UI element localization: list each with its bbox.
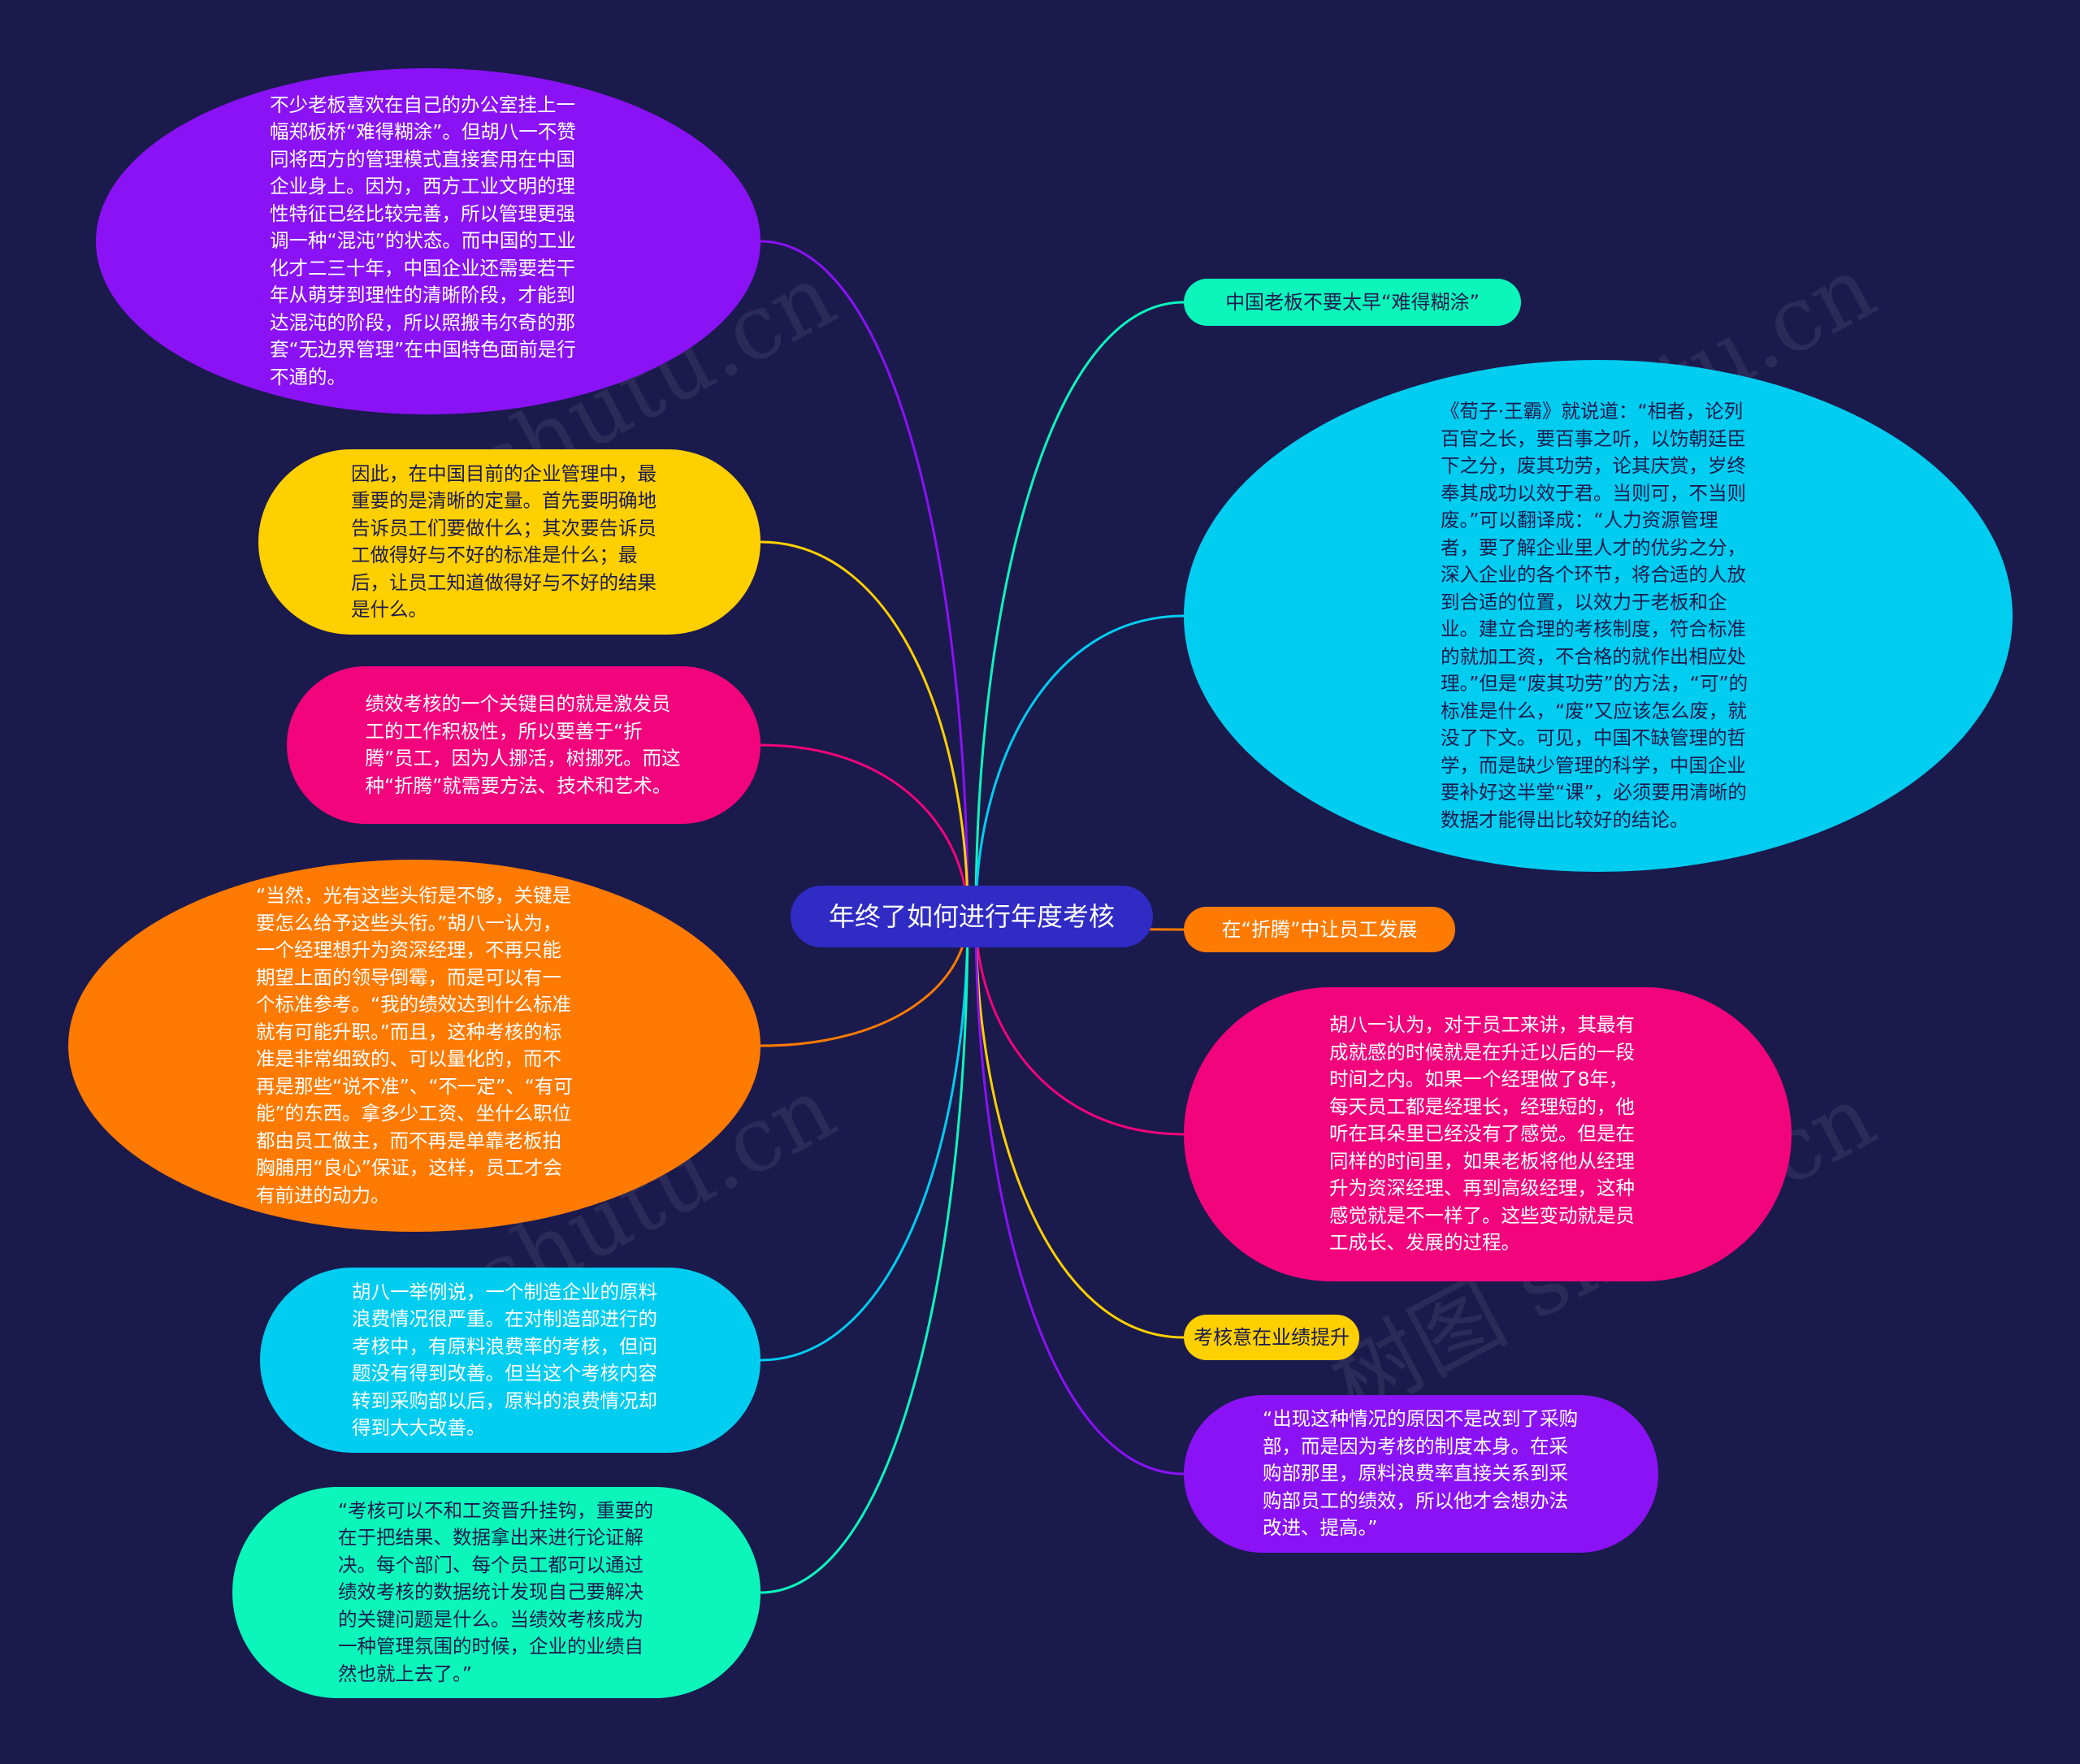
connector-right-4: [974, 916, 1185, 1136]
left-node-4[interactable]: “当然，光有这些头衔是不够，关键是要怎么给予这些头衔。”胡八一认为，一个经理想升…: [68, 860, 760, 1232]
root-topic[interactable]: 年终了如何进行年度考核: [791, 886, 1153, 947]
right-node-6[interactable]: “出现这种情况的原因不是改到了采购部，而是因为考核的制度本身。在采购部那里，原料…: [1184, 1395, 1658, 1553]
right-node-3-text: 在“折腾”中让员工发展: [1221, 918, 1418, 941]
right-node-4[interactable]: 胡八一认为，对于员工来讲，其最有成就感的时候就是在升迁以后的一段时间之内。如果一…: [1184, 987, 1792, 1281]
right-node-1[interactable]: 中国老板不要太早“难得糊涂”: [1184, 279, 1521, 326]
left-node-1[interactable]: 不少老板喜欢在自己的办公室挂上一幅郑板桥“难得糊涂”。但胡八一不赞同将西方的管理…: [96, 68, 760, 414]
right-node-6-text: “出现这种情况的原因不是改到了采购部，而是因为考核的制度本身。在采购部那里，原料…: [1263, 1407, 1579, 1540]
right-node-5-text: 考核意在业绩提升: [1194, 1326, 1350, 1349]
left-node-2-text: 因此，在中国目前的企业管理中，最重要的是清晰的定量。首先要明确地告诉员工们要做什…: [351, 462, 656, 622]
connector-left-5: [760, 916, 969, 1362]
right-node-5[interactable]: 考核意在业绩提升: [1184, 1315, 1359, 1360]
left-node-3-text: 绩效考核的一个关键目的就是激发员工的工作积极性，所以要善于“折腾”员工，因为人挪…: [365, 692, 681, 797]
right-node-3[interactable]: 在“折腾”中让员工发展: [1184, 907, 1455, 952]
root-topic-label: 年终了如何进行年度考核: [828, 901, 1115, 932]
right-node-4-text: 胡八一认为，对于员工来讲，其最有成就感的时候就是在升迁以后的一段时间之内。如果一…: [1329, 1013, 1635, 1255]
right-node-1-text: 中国老板不要太早“难得糊涂”: [1225, 291, 1480, 314]
left-node-6[interactable]: “考核可以不和工资晋升挂钩，重要的在于把结果、数据拿出来进行论证解决。每个部门、…: [232, 1487, 760, 1698]
left-node-4-text: “当然，光有这些头衔是不够，关键是要怎么给予这些头衔。”胡八一认为，一个经理想升…: [256, 884, 573, 1207]
connector-right-6: [974, 916, 1185, 1476]
connector-right-2: [974, 614, 1185, 917]
connector-right-1: [974, 301, 1185, 917]
left-node-6-text: “考核可以不和工资晋升挂钩，重要的在于把结果、数据拿出来进行论证解决。每个部门、…: [338, 1498, 654, 1685]
right-node-2-text: 《荀子·王霸》就说道：“相者，论列百官之长，要百事之听，以饬朝廷臣下之分，废其功…: [1441, 400, 1748, 831]
left-node-1-text: 不少老板喜欢在自己的办公室挂上一幅郑板桥“难得糊涂”。但胡八一不赞同将西方的管理…: [270, 93, 576, 388]
left-node-5[interactable]: 胡八一举例说，一个制造企业的原料浪费情况很严重。在对制造部进行的考核中，有原料浪…: [260, 1268, 760, 1453]
connector-left-6: [760, 916, 969, 1594]
connector-left-3: [760, 743, 969, 917]
connector-right-5: [974, 916, 1185, 1339]
connector-left-1: [760, 240, 969, 917]
connector-left-2: [760, 540, 969, 917]
left-node-3[interactable]: 绩效考核的一个关键目的就是激发员工的工作积极性，所以要善于“折腾”员工，因为人挪…: [287, 666, 760, 824]
left-node-2[interactable]: 因此，在中国目前的企业管理中，最重要的是清晰的定量。首先要明确地告诉员工们要做什…: [258, 449, 760, 635]
left-node-5-text: 胡八一举例说，一个制造企业的原料浪费情况很严重。在对制造部进行的考核中，有原料浪…: [352, 1280, 657, 1440]
right-node-2[interactable]: 《荀子·王霸》就说道：“相者，论列百官之长，要百事之听，以饬朝廷臣下之分，废其功…: [1184, 360, 2013, 872]
